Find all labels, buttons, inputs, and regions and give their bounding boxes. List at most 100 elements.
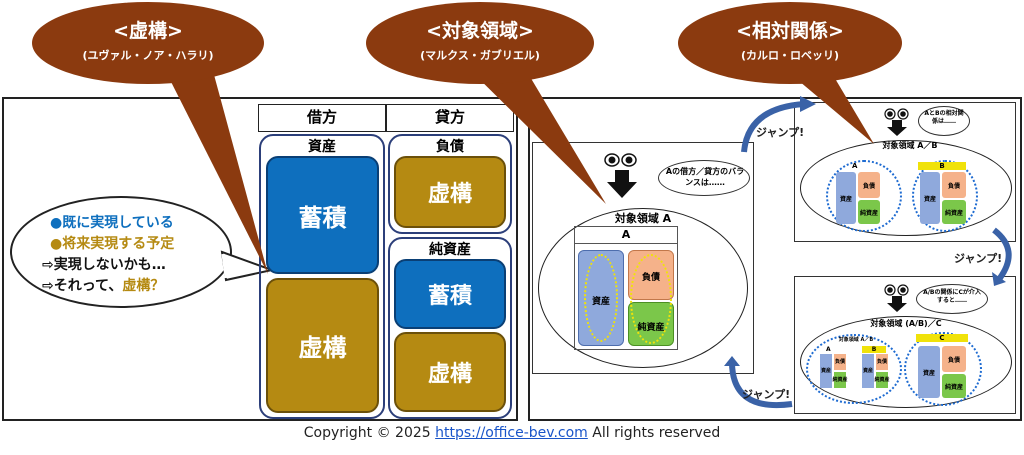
net-accumulation-block: 蓄積: [394, 259, 506, 329]
domain-a-assets-label: 資産: [591, 297, 610, 307]
abc-c-net-label: 純資産: [944, 384, 963, 391]
abc-b-assets: [862, 354, 874, 388]
domain-ab-a-label: A: [852, 162, 858, 170]
domain-abc-inner-title: 対象領域 A／B: [838, 337, 874, 343]
speech-bubble: [10, 196, 232, 308]
bubble-domain-subtitle: (マルクス・ガブリエル): [420, 49, 540, 62]
domain-a-title: 対象領域 A: [614, 212, 672, 225]
ab-b-liab: [942, 172, 966, 198]
jump-label-3: ジャンプ!: [742, 388, 791, 401]
jump-arrow-3-icon: [724, 356, 793, 409]
domain-a-thought-text: Aの借方／貸方のバランスは……: [665, 167, 745, 187]
ab-a-liab: [858, 172, 880, 198]
domain-abc-ellipse: [800, 316, 1012, 408]
abc-a-liab-label: 負債: [834, 359, 845, 365]
eyes-icon: [884, 108, 909, 120]
abc-a-label: A: [826, 346, 831, 353]
jump-label-2: ジャンプ!: [954, 252, 1003, 265]
domain-a-box-label: A: [574, 227, 678, 244]
abc-b-liab: [876, 354, 888, 370]
ab-a-net: [858, 200, 880, 224]
bubble-fiction: <虚構> (ユヴァル・ノア・ハラリ): [32, 2, 264, 84]
domain-ab-b-label: B: [918, 162, 966, 170]
net-assets-group: [388, 237, 512, 419]
ab-b-liab-label: 負債: [947, 183, 960, 190]
eyes-icon: [604, 153, 637, 167]
speech-line-1: ●既に実現している: [50, 215, 174, 231]
domain-abc-inner-dotted: [806, 334, 902, 404]
ab-a-net-label: 純資産: [859, 210, 878, 217]
assets-accumulation-block: 蓄積: [266, 156, 379, 274]
ab-a-liab-label: 負債: [862, 183, 875, 190]
bubble-relation: <相対関係> (カルロ・ロベッリ): [678, 2, 902, 84]
domain-ab-thought: [918, 106, 970, 136]
ab-b-assets-label: 資産: [923, 196, 936, 203]
bubble-domain-title: <対象領域>: [426, 20, 534, 42]
liabilities-fiction-block: 虚構: [394, 156, 506, 228]
abc-b-assets-label: 資産: [862, 368, 873, 374]
abc-c-liab-label: 負債: [947, 357, 960, 364]
abc-b-net-label: 純資産: [874, 377, 890, 383]
domain-ab-ellipse: [800, 140, 1012, 236]
abc-c-label: C: [916, 334, 968, 342]
abc-b-label: B: [862, 346, 886, 353]
credit-header: 貸方: [386, 104, 514, 132]
bubble-fiction-subtitle: (ユヴァル・ノア・ハラリ): [82, 49, 214, 62]
assets-label: 資産: [308, 139, 336, 155]
down-arrow-icon: [887, 120, 907, 136]
ab-b-net: [942, 200, 966, 224]
domain-a-ellipse: [538, 208, 748, 368]
abc-a-liab: [834, 354, 846, 370]
ab-a-assets-label: 資産: [839, 196, 852, 203]
assets-group: [259, 134, 385, 419]
abc-c-assets: [918, 346, 940, 398]
abc-b-net: [876, 372, 888, 388]
domain-a-net-label: 純資産: [637, 323, 665, 333]
domain-abc-thought: [916, 284, 988, 314]
footer-copyright: Copyright © 2025: [303, 425, 431, 441]
bubble-1-tail: [160, 60, 268, 274]
domain-ab-b-dotted: [912, 160, 978, 232]
liabilities-group: [388, 134, 512, 234]
abc-a-assets: [820, 354, 832, 388]
eyes-icon: [884, 284, 909, 296]
domain-abc-thought-text: A/Bの関係にCが介入すると……: [923, 289, 981, 304]
bubble-2-tail: [460, 60, 606, 204]
footer-rights: All rights reserved: [592, 425, 721, 441]
speech-line-4: ⇨それって、虚構？: [42, 278, 165, 294]
down-arrow-icon: [607, 170, 637, 198]
abc-b-liab-label: 負債: [876, 359, 887, 365]
speech-line-3: ⇨実現しないかも…: [42, 257, 166, 273]
abc-c-net: [942, 374, 966, 398]
domain-ab-thought-text: AとBの相対関係は……: [924, 110, 964, 125]
abc-c-liab: [942, 346, 966, 372]
abc-a-assets-label: 資産: [820, 368, 831, 374]
net-fiction-block: 虚構: [394, 332, 506, 412]
domain-abc-c-dotted: [904, 332, 982, 406]
bubble-relation-subtitle: (カルロ・ロベッリ): [740, 49, 840, 62]
debit-header: 借方: [258, 104, 386, 132]
domain-a-box: [574, 226, 678, 350]
net-assets-label: 純資産: [429, 242, 471, 258]
ab-b-net-label: 純資産: [944, 210, 963, 217]
jump-label-1: ジャンプ!: [756, 126, 805, 139]
jump-arrow-2-icon: [992, 227, 1012, 286]
domain-a-thought: [658, 160, 750, 196]
abc-c-assets-label: 資産: [922, 370, 935, 377]
domain-a-assets-dotted: [584, 254, 618, 342]
abc-a-net: [834, 372, 846, 388]
domain-ab-title: 対象領域 A／B: [882, 141, 938, 150]
abc-a-net-label: 純資産: [832, 377, 848, 383]
liabilities-label: 負債: [436, 139, 464, 155]
footer: Copyright © 2025 https://office-bev.com …: [0, 425, 1024, 441]
bubble-domain: <対象領域> (マルクス・ガブリエル): [366, 2, 594, 84]
speech-line-2: ●将来実現する予定: [50, 236, 175, 252]
ab-a-assets: [836, 172, 856, 224]
footer-link[interactable]: https://office-bev.com: [435, 425, 588, 441]
bubble-relation-title: <相対関係>: [736, 20, 844, 42]
ab-b-assets: [920, 172, 940, 224]
down-arrow-icon: [887, 296, 907, 312]
domain-ab-a-dotted: [826, 160, 902, 232]
jump-arrow-1-icon: [741, 96, 816, 153]
domain-abc-title: 対象領域 (A/B)／C: [870, 319, 942, 328]
